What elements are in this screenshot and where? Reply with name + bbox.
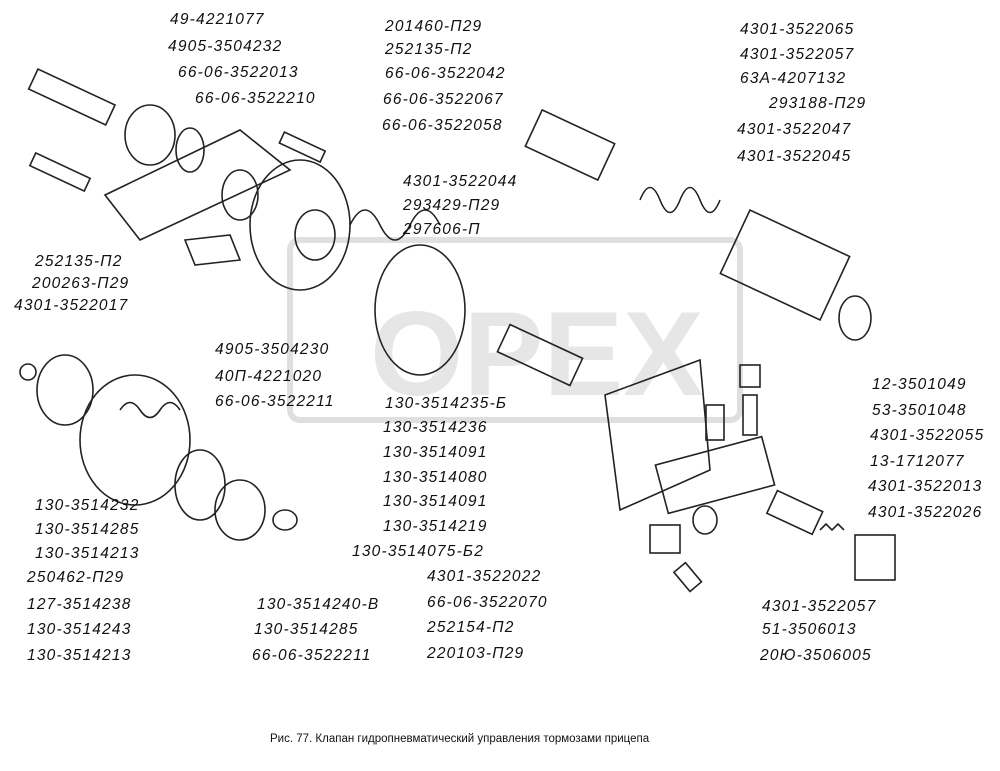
part-label: 4301-3522065 [740, 21, 855, 38]
part-label: 130-3514091 [383, 444, 488, 461]
part-label: 252135-П2 [385, 41, 473, 58]
part-label: 66-06-3522013 [178, 64, 299, 81]
part-label: 200263-П29 [32, 275, 130, 292]
part-label: 130-3514240-В [257, 596, 380, 613]
part-label: 220103-П29 [427, 645, 525, 662]
part-label: 252154-П2 [427, 619, 515, 636]
parts [19, 67, 896, 593]
part-label: 201460-П29 [385, 18, 483, 35]
part-label: 4301-3522026 [868, 504, 983, 521]
part-label: 4301-3522044 [403, 173, 518, 190]
part-label: 130-3514235-Б [385, 395, 508, 412]
part-label: 130-3514236 [383, 419, 488, 436]
banjo-fitting [27, 67, 117, 126]
part-label: 13-1712077 [870, 453, 965, 470]
part-label: 293429-П29 [403, 197, 501, 214]
part-label: 130-3514285 [35, 521, 140, 538]
part-label: 130-3514232 [35, 497, 140, 514]
part-label: 4301-3522055 [870, 427, 985, 444]
diaphragm [374, 244, 466, 376]
part-label: 66-06-3522042 [385, 65, 506, 82]
part-label: 130-3514091 [383, 493, 488, 510]
part-label: 4301-3522013 [868, 478, 983, 495]
part-label: 4301-3522057 [740, 46, 855, 63]
valve-body-flange [249, 159, 351, 291]
part-label: 66-06-3522211 [215, 393, 335, 410]
spring-right [639, 186, 721, 214]
figure-caption: Рис. 77. Клапан гидропневматический упра… [270, 733, 650, 745]
cylinder [719, 208, 851, 322]
part-label: 4301-3522045 [737, 148, 852, 165]
part-label: 66-06-3522067 [383, 91, 504, 108]
part-label: 297606-П [403, 221, 481, 238]
part-label: 49-4221077 [170, 11, 265, 28]
adapter-nut [124, 104, 176, 166]
part-label: 130-3514213 [35, 545, 140, 562]
part-label: 20Ю-3506005 [760, 647, 872, 664]
part-label: 130-3514243 [27, 621, 132, 638]
part-label: 293188-П29 [769, 95, 867, 112]
part-label: 130-3514075-Б2 [352, 543, 485, 560]
piston-rod [496, 323, 584, 387]
part-label: 40П-4221020 [215, 368, 323, 385]
plug-bolt [854, 534, 896, 581]
bolt [28, 151, 92, 193]
part-label: 66-06-3522070 [427, 594, 548, 611]
part-label: 130-3514219 [383, 518, 488, 535]
part-label: 51-3506013 [762, 621, 857, 638]
part-label: 252135-П2 [35, 253, 123, 270]
bracket [103, 129, 292, 241]
distributor-body [654, 435, 776, 515]
part-label: 4301-3522047 [737, 121, 852, 138]
part-label: 127-3514238 [27, 596, 132, 613]
part-label: 66-06-3522211 [252, 647, 372, 664]
part-label: 4905-3504232 [168, 38, 283, 55]
spring [349, 209, 441, 241]
svg-text:OPEX: OPEX [370, 287, 703, 421]
watermark-logo: OPEX [287, 237, 743, 423]
part-label: 130-3514213 [27, 647, 132, 664]
part-label: 4301-3522022 [427, 568, 542, 585]
part-label: 53-3501048 [872, 402, 967, 419]
part-label: 66-06-3522210 [195, 90, 316, 107]
part-label: 130-3514285 [254, 621, 359, 638]
part-label: 4301-3522057 [762, 598, 877, 615]
part-label: 66-06-3522058 [382, 117, 503, 134]
part-label: 12-3501049 [872, 376, 967, 393]
mounting-plate [604, 358, 711, 512]
part-label: 4301-3522017 [14, 297, 129, 314]
part-label: 63А-4207132 [740, 70, 847, 87]
part-label: 130-3514080 [383, 469, 488, 486]
part-label: 250462-П29 [27, 569, 125, 586]
part-label: 4905-3504230 [215, 341, 330, 358]
